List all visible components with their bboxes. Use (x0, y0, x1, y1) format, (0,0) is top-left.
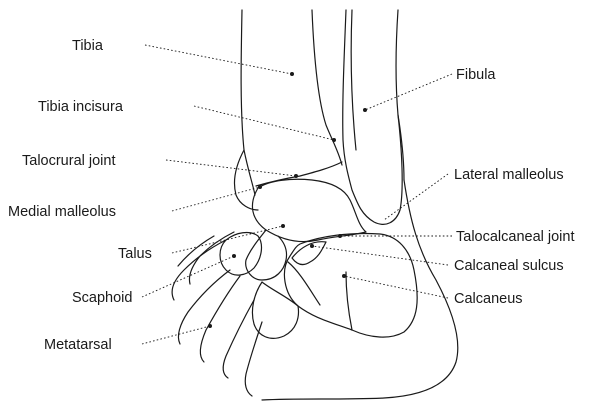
bone-outlines (172, 10, 458, 400)
dot-metatarsal (208, 324, 212, 328)
dot-calcaneal-sulcus (310, 244, 314, 248)
dot-talocalcaneal-joint (338, 234, 342, 238)
dot-medial-malleolus (258, 185, 262, 189)
label-tibia: Tibia (72, 38, 104, 54)
dot-fibula (363, 108, 367, 112)
calcaneal-sulcus-curve (292, 242, 326, 265)
label-tibia-incisura: Tibia incisura (38, 99, 124, 115)
tibia-outline (241, 10, 255, 195)
leader-metatarsal (142, 326, 210, 344)
talus-outline (252, 179, 366, 241)
label-medial-malleolus: Medial malleolus (8, 204, 116, 220)
dot-tibia (290, 72, 294, 76)
leader-lateral-malleolus (384, 174, 448, 220)
metatarsal-1 (172, 240, 226, 300)
label-calcaneus: Calcaneus (454, 291, 523, 307)
leader-talocrural-joint (166, 160, 296, 176)
fibula-inner-line (351, 10, 356, 150)
label-talus: Talus (118, 246, 152, 262)
metatarsal-3 (200, 276, 240, 362)
leader-calcaneal-sulcus (312, 246, 448, 265)
dot-calcaneus (342, 274, 346, 278)
labels: Tibia Fibula Tibia incisura Talocrural j… (8, 38, 575, 353)
label-metatarsal: Metatarsal (44, 337, 112, 353)
label-talocalcaneal-joint: Talocalcaneal joint (456, 229, 575, 245)
heel-outline (262, 180, 458, 400)
leader-tibia (145, 45, 292, 74)
metatarsal-4 (223, 300, 254, 378)
dot-scaphoid (232, 254, 236, 258)
calcaneus-inner (346, 272, 352, 330)
label-talocrural-joint: Talocrural joint (22, 153, 116, 169)
label-lateral-malleolus: Lateral malleolus (454, 167, 564, 183)
dot-talocrural-joint (294, 174, 298, 178)
label-scaphoid: Scaphoid (72, 290, 132, 306)
leader-lines (142, 45, 452, 344)
scaphoid-outline (220, 233, 261, 276)
dot-talus (281, 224, 285, 228)
label-calcaneal-sulcus: Calcaneal sulcus (454, 258, 564, 274)
tibia-inner-edge (312, 10, 342, 165)
leader-scaphoid (142, 256, 234, 297)
leader-fibula (365, 74, 452, 110)
metatarsal-7 (189, 232, 234, 284)
dot-tibia-incisura (332, 138, 336, 142)
leader-calcaneus (344, 276, 448, 298)
leader-tibia-incisura (194, 106, 334, 140)
label-fibula: Fibula (456, 67, 496, 83)
midfoot-line (288, 262, 320, 305)
